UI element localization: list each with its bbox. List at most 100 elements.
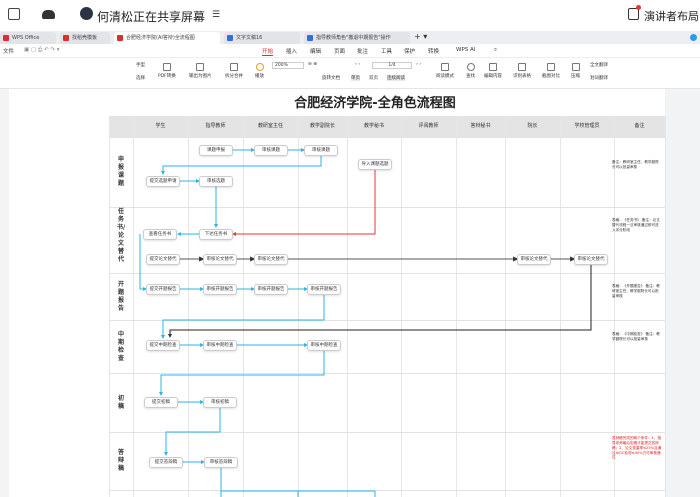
menu-comment[interactable]: 批注 <box>357 49 369 55</box>
menu-bar: 文件 ▣ ▢ ⎙ ↶ ↷ ▾ 开始 插入 编辑 页面 批注 工具 保护 转换 W… <box>0 44 700 58</box>
tab-flowchart-pdf[interactable]: 合肥经济学院(AI答辩)全流程图 <box>114 32 220 44</box>
meeting-bar: 何清松正在共享屏幕 ☰ 演讲者布局 <box>0 0 700 31</box>
menu-page[interactable]: 页面 <box>334 49 346 55</box>
rotate-button[interactable]: 旋转文档 <box>322 76 340 81</box>
cloud-icon[interactable] <box>42 10 55 19</box>
template-icon <box>63 35 69 41</box>
flow-step[interactable]: 查看任务书 <box>143 228 177 240</box>
label: PDF转换 <box>158 74 176 79</box>
flow-step[interactable]: 审核开题报告 <box>307 283 341 295</box>
flow-step[interactable]: 审核中期检查 <box>307 339 341 351</box>
column-header: 指导教师 <box>188 116 243 137</box>
zoom-select[interactable]: 200% <box>272 62 304 69</box>
share-status: 何清松正在共享屏幕 <box>97 10 206 24</box>
compare-icon <box>547 63 555 71</box>
flow-step[interactable]: 审核初稿 <box>203 396 237 408</box>
pop-out-icon[interactable] <box>8 8 20 20</box>
compress-button[interactable]: 压缩 <box>571 63 580 79</box>
menu-edit[interactable]: 编辑 <box>310 49 322 55</box>
select-tool[interactable]: 选择 <box>136 76 145 81</box>
header-blank <box>109 116 133 137</box>
grid-line <box>133 116 134 497</box>
menu-convert[interactable]: 转换 <box>428 49 440 55</box>
recognize-table-button[interactable]: 识别表格 <box>513 63 531 79</box>
menu-insert[interactable]: 插入 <box>286 49 298 55</box>
menu-icon[interactable]: ☰ <box>212 10 221 20</box>
connector <box>164 408 221 456</box>
pdf-convert-button[interactable]: PDF转换 <box>158 63 176 79</box>
tab-wps-office[interactable]: WPS Office <box>0 32 56 44</box>
flow-step[interactable]: 审核论文替代 <box>203 253 237 265</box>
grid-line <box>109 207 665 208</box>
presenter-layout-button[interactable]: 演讲者布局 <box>644 10 699 23</box>
scrollbar-area[interactable] <box>665 89 700 497</box>
flow-step[interactable]: 审核中期检查 <box>203 339 237 351</box>
quick-access-icons[interactable]: ▣ ▢ ⎙ ↶ ↷ ▾ <box>24 47 60 53</box>
menu-wps-ai[interactable]: WPS AI <box>456 47 476 53</box>
grid-line <box>109 320 665 321</box>
flow-step[interactable]: 提交论文替代 <box>146 253 180 265</box>
translate-word-button[interactable]: 划词翻译 <box>590 76 608 81</box>
grid-line <box>243 116 244 497</box>
read-mode-button[interactable]: 阅读模式 <box>436 63 454 79</box>
connector <box>139 234 147 291</box>
flow-step[interactable]: 课题申报 <box>199 144 233 156</box>
flow-step[interactable]: 审核答辩稿 <box>204 456 238 468</box>
label: 压缩 <box>571 74 580 79</box>
left-sidebar[interactable] <box>0 89 9 497</box>
split-icon <box>230 63 238 71</box>
split-merge-button[interactable]: 拆分合并 <box>225 63 243 79</box>
flow-step[interactable]: 审核论文替代 <box>254 253 288 265</box>
layout-icon[interactable] <box>628 8 639 20</box>
flow-step[interactable]: 审核课题 <box>304 144 338 156</box>
menu-home[interactable]: 开始 <box>262 49 274 56</box>
page-input[interactable]: 1/4 <box>372 62 412 69</box>
account-icon[interactable] <box>690 34 697 41</box>
hand-tool[interactable]: 手型 <box>136 63 145 68</box>
tab-template[interactable]: 找稻壳模板 <box>60 32 110 44</box>
pdf-icon <box>117 35 123 41</box>
zoom-buttons[interactable]: ⊖ ⊕ <box>308 62 317 67</box>
continuous-button[interactable]: 连续阅读 <box>387 75 405 81</box>
flow-step[interactable]: 审核课题 <box>254 144 288 156</box>
search-icon[interactable]: ⌕ <box>494 47 498 53</box>
flow-step[interactable]: 审核论文替代 <box>517 253 551 265</box>
flow-step[interactable]: 审核开题报告 <box>203 283 237 295</box>
row-label: 任务书/论文替代 <box>117 208 126 263</box>
new-tab-button[interactable]: + ▾ <box>414 32 428 41</box>
tab-doc16[interactable]: 文字文稿16 <box>224 32 300 44</box>
tab-label: 文字文稿16 <box>236 35 263 41</box>
prev-page-buttons[interactable]: ‹ ‹ <box>355 62 361 67</box>
play-button[interactable]: 播放 <box>255 63 264 79</box>
compare-button[interactable]: 截图对比 <box>542 63 560 79</box>
flow-step[interactable]: 提交开题报告 <box>146 283 180 295</box>
single-page-button[interactable]: 单页 <box>351 75 360 81</box>
grid-line <box>109 273 665 274</box>
flow-step[interactable]: 提交初稿 <box>144 396 178 408</box>
flow-step[interactable]: 审核论文替代 <box>574 253 608 265</box>
edit-content-button[interactable]: 编辑内容 <box>484 63 502 79</box>
flow-step[interactable]: 审核选题 <box>199 175 233 187</box>
translate-all-button[interactable]: 全文翻译 <box>590 63 608 68</box>
flow-step[interactable]: 审核开题报告 <box>254 283 288 295</box>
flow-step[interactable]: 提交中期检查 <box>146 339 180 351</box>
remark-note: 表格：《中期检查》 备注：教学副院长可以批量审核 <box>612 332 660 341</box>
tab-guide[interactable]: 指导教师角色"撤退中期报告"操作 <box>304 32 410 44</box>
next-page-buttons[interactable]: › › <box>416 62 422 67</box>
double-page-button[interactable]: 双页 <box>369 76 378 81</box>
column-header: 学校管理员 <box>560 116 614 137</box>
label: 查找 <box>466 74 475 79</box>
wps-icon <box>3 35 9 41</box>
flow-step[interactable]: 提交选题申请 <box>146 175 180 187</box>
find-button[interactable]: 查找 <box>466 63 475 79</box>
flow-step[interactable]: 导入课题选题 <box>358 158 392 170</box>
grid-line <box>109 432 665 433</box>
menu-file[interactable]: 文件 <box>3 49 15 55</box>
reject-connector <box>232 170 376 236</box>
flow-step[interactable]: 提交答辩稿 <box>149 456 183 468</box>
menu-protect[interactable]: 保护 <box>404 49 416 55</box>
flow-step[interactable]: 下达任务书 <box>199 228 233 240</box>
to-image-button[interactable]: 输出为图片 <box>189 63 212 79</box>
menu-tools[interactable]: 工具 <box>381 49 393 55</box>
